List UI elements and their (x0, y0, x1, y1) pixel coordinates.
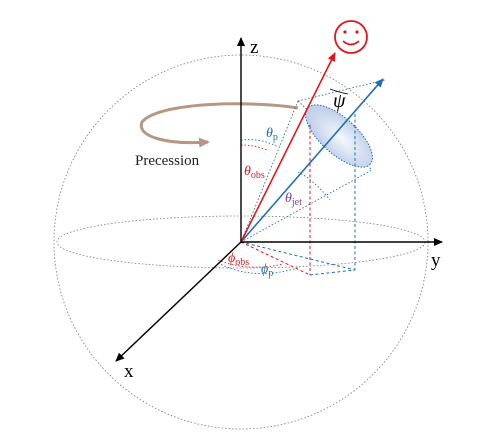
psi-label: ψ (333, 90, 346, 112)
jet-vector (240, 78, 384, 243)
jet-ground-projection (240, 241, 356, 271)
phi-obs-label: ϕobs (228, 251, 249, 268)
phi-p-arc (217, 262, 301, 275)
precession-label: Precession (135, 153, 200, 169)
theta-obs-arc (240, 144, 268, 151)
x-axis-label: x (124, 361, 134, 382)
cone-edge-upper (240, 100, 299, 243)
psi-arc (329, 88, 349, 95)
observer-vector (240, 52, 336, 243)
theta-p-label: θp (266, 126, 278, 143)
precession-arrow (139, 102, 299, 148)
theta-p-arc (240, 139, 279, 148)
observer-ground-projection (240, 241, 311, 276)
theta-jet-arc (297, 171, 331, 201)
cone-edge-lower (240, 169, 373, 243)
phi-obs-arc (217, 259, 284, 268)
y-axis-label: y (431, 250, 441, 271)
jet-ground-connector (309, 269, 356, 276)
theta-obs-label: θobs (244, 164, 265, 181)
z-axis-label: z (250, 37, 258, 58)
x-axis (115, 241, 242, 362)
phi-p-label: ϕp (261, 262, 273, 279)
smiley-face-icon (334, 20, 368, 54)
jet-beam-ellipse (305, 104, 373, 168)
theta-jet-label: θjet (285, 191, 302, 208)
